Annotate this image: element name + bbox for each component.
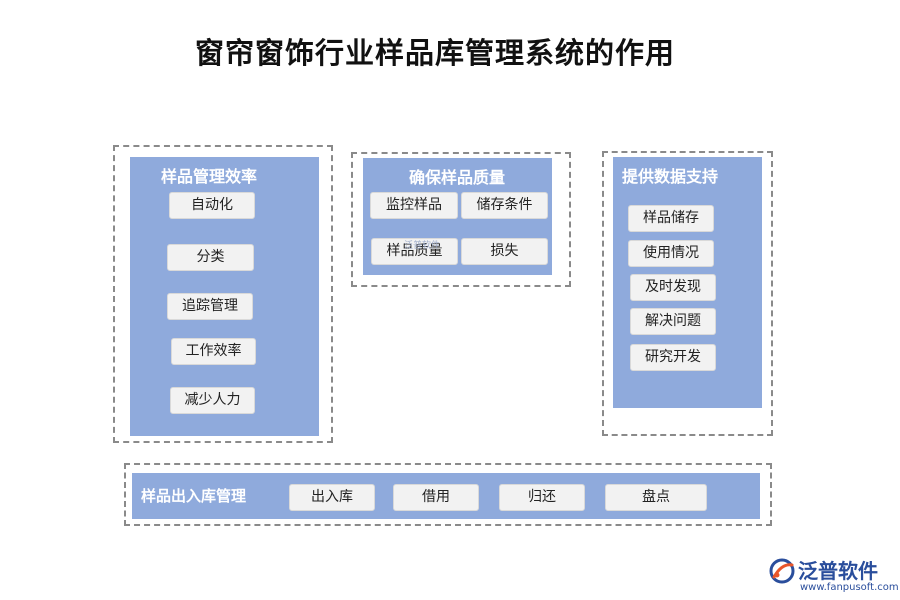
brand-logo-url: www.fanpusoft.com: [800, 582, 899, 593]
quality-panel-title: 确保样品质量: [409, 168, 506, 187]
data-item: 使用情况: [628, 240, 714, 267]
inout-item: 盘点: [605, 484, 707, 511]
efficiency-item: 追踪管理: [167, 293, 253, 320]
inout-panel-title: 样品出入库管理: [141, 487, 247, 505]
quality-item: 样品质量: [371, 238, 458, 265]
efficiency-item: 减少人力: [170, 387, 255, 414]
efficiency-panel-title: 样品管理效率: [161, 167, 258, 186]
data-item: 及时发现: [630, 274, 716, 301]
quality-frame: [351, 152, 571, 287]
page-title: 窗帘窗饰行业样品库管理系统的作用: [194, 36, 675, 70]
data-frame: [602, 151, 773, 436]
brand-logo-text: 泛普软件: [798, 559, 878, 583]
quality-item: 储存条件: [461, 192, 548, 219]
data-panel-title: 提供数据支持: [622, 167, 719, 186]
efficiency-item: 工作效率: [171, 338, 256, 365]
data-item: 解决问题: [630, 308, 716, 335]
inout-item: 出入库: [289, 484, 375, 511]
efficiency-item: 自动化: [169, 192, 255, 219]
quality-item: 监控样品: [370, 192, 458, 219]
brand-logo-icon: [769, 558, 795, 584]
data-item: 研究开发: [630, 344, 716, 371]
inout-item: 借用: [393, 484, 479, 511]
efficiency-item: 分类: [167, 244, 254, 271]
data-item: 样品储存: [628, 205, 714, 232]
quality-item: 损失: [461, 238, 548, 265]
brand-logo: 泛普软件 www.fanpusoft.com: [768, 553, 899, 598]
inout-item: 归还: [499, 484, 585, 511]
inline-watermark: 泛普软件: [404, 241, 441, 251]
efficiency-frame: [113, 145, 333, 443]
inout-frame: [124, 463, 772, 526]
